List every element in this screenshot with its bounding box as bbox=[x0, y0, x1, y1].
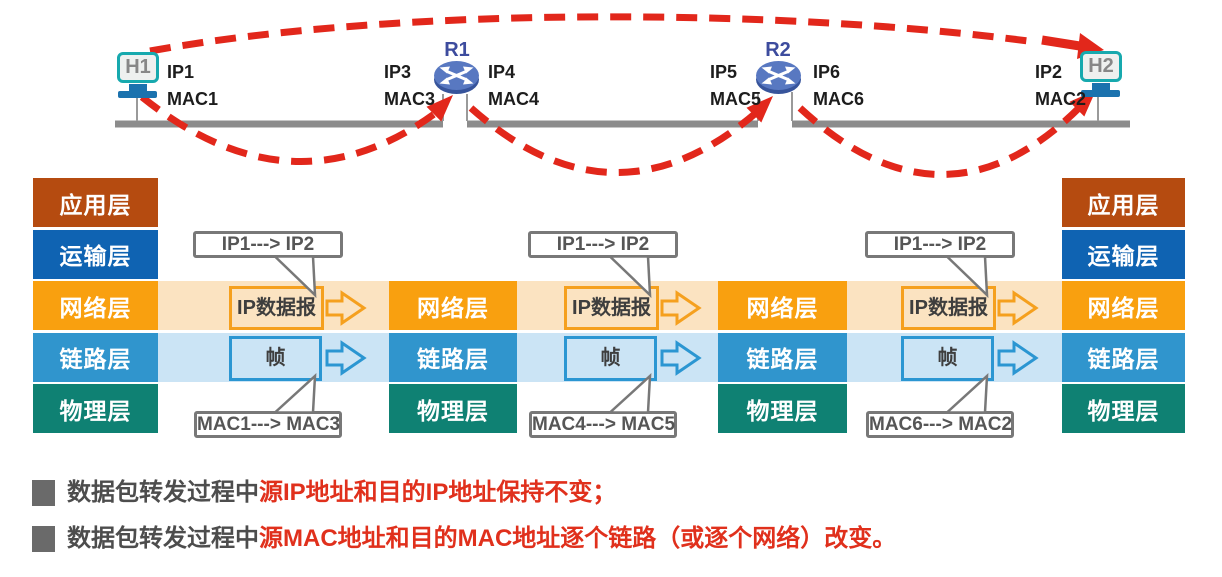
h2-ip: IP2 bbox=[1035, 62, 1063, 82]
ip-datagram-box: IP数据报 bbox=[901, 286, 996, 330]
note-text: 数据包转发过程中源IP地址和目的IP地址保持不变； bbox=[67, 477, 616, 509]
ip-route-callout: IP1---> IP2 bbox=[865, 231, 1015, 258]
note-prefix: 数据包转发过程中 bbox=[67, 525, 259, 552]
r1-right-addresses: IP4 MAC4 bbox=[488, 59, 539, 113]
r2-left-mac: MAC5 bbox=[710, 89, 762, 109]
layer-network: 网络层 bbox=[389, 281, 517, 330]
h1-stand-base bbox=[118, 91, 157, 98]
note-text: 数据包转发过程中源MAC地址和目的MAC地址逐个链路（或逐个网络）改变。 bbox=[67, 523, 896, 555]
h2-addresses: IP2 MAC2 bbox=[1035, 59, 1086, 113]
ip-end-to-end-path bbox=[149, 13, 1037, 55]
r2-label: R2 bbox=[765, 39, 791, 61]
note-prefix: 数据包转发过程中 bbox=[67, 479, 259, 506]
network-diagram-lines bbox=[115, 13, 1130, 178]
h2-mac: MAC2 bbox=[1035, 89, 1087, 109]
note-mac-changes: 数据包转发过程中源MAC地址和目的MAC地址逐个链路（或逐个网络）改变。 bbox=[32, 523, 896, 555]
layer-application: 应用层 bbox=[33, 178, 158, 227]
layer-transport: 运输层 bbox=[33, 229, 158, 279]
ip-datagram-box: IP数据报 bbox=[229, 286, 324, 330]
h2-host-icon: H2 bbox=[1080, 51, 1122, 82]
h2-stand-base bbox=[1081, 90, 1120, 97]
layer-network: 网络层 bbox=[1062, 281, 1185, 330]
drop-links bbox=[136, 90, 1099, 121]
ip-route-callout: IP1---> IP2 bbox=[528, 231, 678, 258]
layer-transport: 运输层 bbox=[1062, 229, 1185, 279]
layer-physical: 物理层 bbox=[389, 384, 517, 433]
h1-mac: MAC1 bbox=[167, 89, 219, 109]
square-bullet-icon bbox=[32, 526, 55, 552]
encapsulation-group-3: IP1---> IP2 IP数据报 帧 MAC6---> MAC2 bbox=[865, 231, 1040, 443]
r2-left-ip: IP5 bbox=[710, 62, 738, 82]
callout-tail-up bbox=[271, 373, 317, 414]
layer-physical: 物理层 bbox=[718, 384, 847, 433]
ip-datagram-box: IP数据报 bbox=[564, 286, 659, 330]
frame-block-arrow bbox=[660, 340, 702, 376]
layer-network: 网络层 bbox=[718, 281, 847, 330]
r1-router-icon bbox=[434, 61, 479, 94]
layer-network: 网络层 bbox=[33, 281, 158, 330]
callout-tail-up bbox=[943, 373, 989, 414]
r1-right-mac: MAC4 bbox=[488, 89, 540, 109]
h1-addresses: IP1 MAC1 bbox=[167, 59, 218, 113]
h2-label: H2 bbox=[1088, 55, 1114, 77]
r2-left-addresses: IP5 MAC5 bbox=[710, 59, 761, 113]
encapsulation-group-1: IP1---> IP2 IP数据报 帧 MAC1---> MAC3 bbox=[193, 231, 368, 443]
layer-physical: 物理层 bbox=[33, 384, 158, 433]
mac-route-callout: MAC1---> MAC3 bbox=[194, 411, 342, 438]
r2-protocol-stack: 网络层 链路层 物理层 bbox=[718, 281, 847, 433]
ip-block-arrow bbox=[325, 290, 367, 326]
r1-label: R1 bbox=[444, 39, 470, 61]
ip-route-callout: IP1---> IP2 bbox=[193, 231, 343, 258]
frame-box: 帧 bbox=[229, 336, 322, 381]
layer-link: 链路层 bbox=[718, 332, 847, 382]
r1-left-ip: IP3 bbox=[384, 62, 412, 82]
layer-link: 链路层 bbox=[389, 332, 517, 382]
layer-link: 链路层 bbox=[33, 332, 158, 382]
encapsulation-group-2: IP1---> IP2 IP数据报 帧 MAC4---> MAC5 bbox=[528, 231, 703, 443]
h1-protocol-stack: 应用层 运输层 网络层 链路层 物理层 bbox=[33, 178, 158, 433]
mac-route-callout: MAC4---> MAC5 bbox=[529, 411, 677, 438]
r2-router-icon bbox=[756, 61, 801, 94]
ip-block-arrow bbox=[660, 290, 702, 326]
h1-label: H1 bbox=[125, 56, 151, 78]
hop-paths bbox=[139, 94, 1084, 178]
h1-host-icon: H1 bbox=[117, 52, 159, 83]
note-highlight: 源IP地址和目的IP地址保持不变； bbox=[259, 479, 617, 506]
frame-box: 帧 bbox=[564, 336, 657, 381]
r1-protocol-stack: 网络层 链路层 物理层 bbox=[389, 281, 517, 433]
h2-stand-neck bbox=[1092, 83, 1110, 90]
arrowhead-to-r2 bbox=[746, 96, 773, 123]
mac-route-callout: MAC6---> MAC2 bbox=[866, 411, 1014, 438]
r1-left-mac: MAC3 bbox=[384, 89, 436, 109]
arrowhead-to-r1 bbox=[426, 95, 453, 122]
r1-right-ip: IP4 bbox=[488, 62, 516, 82]
layer-application: 应用层 bbox=[1062, 178, 1185, 227]
ip-block-arrow bbox=[997, 290, 1039, 326]
h1-ip: IP1 bbox=[167, 62, 195, 82]
layer-link: 链路层 bbox=[1062, 332, 1185, 382]
callout-tail-up bbox=[606, 373, 652, 414]
frame-block-arrow bbox=[325, 340, 367, 376]
frame-box: 帧 bbox=[901, 336, 994, 381]
r2-right-mac: MAC6 bbox=[813, 89, 865, 109]
note-ip-unchanged: 数据包转发过程中源IP地址和目的IP地址保持不变； bbox=[32, 477, 616, 509]
square-bullet-icon bbox=[32, 480, 55, 506]
r2-right-ip: IP6 bbox=[813, 62, 841, 82]
layer-physical: 物理层 bbox=[1062, 384, 1185, 433]
h1-stand-neck bbox=[129, 84, 147, 91]
frame-block-arrow bbox=[997, 340, 1039, 376]
h2-protocol-stack: 应用层 运输层 网络层 链路层 物理层 bbox=[1062, 178, 1185, 433]
r2-right-addresses: IP6 MAC6 bbox=[813, 59, 864, 113]
r1-left-addresses: IP3 MAC3 bbox=[384, 59, 435, 113]
note-highlight: 源MAC地址和目的MAC地址逐个链路（或逐个网络）改变。 bbox=[259, 525, 897, 552]
